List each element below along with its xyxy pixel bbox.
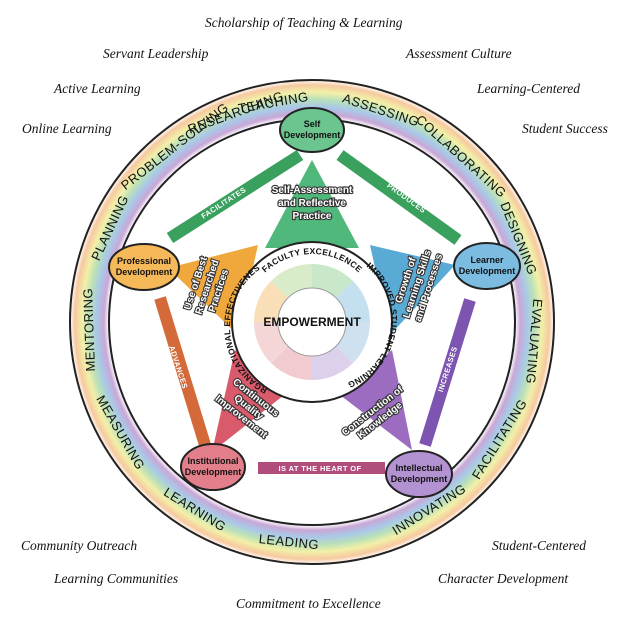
node-self-development: Self Development bbox=[279, 107, 345, 153]
svg-text:Development: Development bbox=[459, 266, 516, 276]
svg-text:Self: Self bbox=[304, 119, 322, 129]
svg-text:Development: Development bbox=[185, 467, 242, 477]
label-commitment-excellence: Commitment to Excellence bbox=[236, 596, 381, 611]
center-pie bbox=[254, 264, 370, 380]
label-learning-centered: Learning-Centered bbox=[477, 81, 580, 96]
ring-word-evaluating: EVALUATING bbox=[523, 298, 545, 384]
label-scholarship: Scholarship of Teaching & Learning bbox=[205, 15, 403, 30]
center-empowerment: EMPOWERMENT bbox=[263, 315, 361, 329]
label-character-development: Character Development bbox=[438, 571, 569, 586]
arrow-heart: IS AT THE HEART OF bbox=[278, 464, 361, 473]
svg-text:Intellectual: Intellectual bbox=[395, 463, 442, 473]
label-student-success: Student Success bbox=[522, 121, 608, 136]
svg-text:Professional: Professional bbox=[117, 256, 171, 266]
label-learning-communities: Learning Communities bbox=[54, 571, 179, 586]
ring-word-mentoring: MENTORING bbox=[80, 288, 98, 372]
svg-text:Institutional: Institutional bbox=[188, 456, 239, 466]
node-professional-development: Professional Development bbox=[108, 243, 180, 291]
svg-text:Practice: Practice bbox=[293, 211, 332, 222]
svg-text:Development: Development bbox=[284, 130, 341, 140]
label-student-centered: Student-Centered bbox=[492, 538, 586, 553]
label-assessment-culture: Assessment Culture bbox=[406, 46, 512, 61]
label-active-learning: Active Learning bbox=[54, 81, 141, 96]
svg-text:and Reflective: and Reflective bbox=[278, 198, 346, 209]
label-community-outreach: Community Outreach bbox=[21, 538, 138, 553]
svg-text:Learner: Learner bbox=[470, 255, 504, 265]
svg-text:Development: Development bbox=[116, 267, 173, 277]
spoke-top-text: Self-Assessment and Reflective Practice bbox=[271, 184, 354, 223]
label-online-learning: Online Learning bbox=[22, 121, 112, 136]
node-institutional-development: Institutional Development bbox=[180, 443, 246, 491]
svg-text:Self-Assessment: Self-Assessment bbox=[272, 185, 353, 196]
node-learner-development: Learner Development bbox=[453, 242, 521, 290]
ring-word-leading: LEADING bbox=[258, 531, 320, 552]
connections bbox=[154, 149, 476, 474]
node-intellectual-development: Intellectual Development bbox=[385, 450, 453, 498]
label-servant-leadership: Servant Leadership bbox=[103, 46, 209, 61]
svg-text:Development: Development bbox=[391, 474, 448, 484]
